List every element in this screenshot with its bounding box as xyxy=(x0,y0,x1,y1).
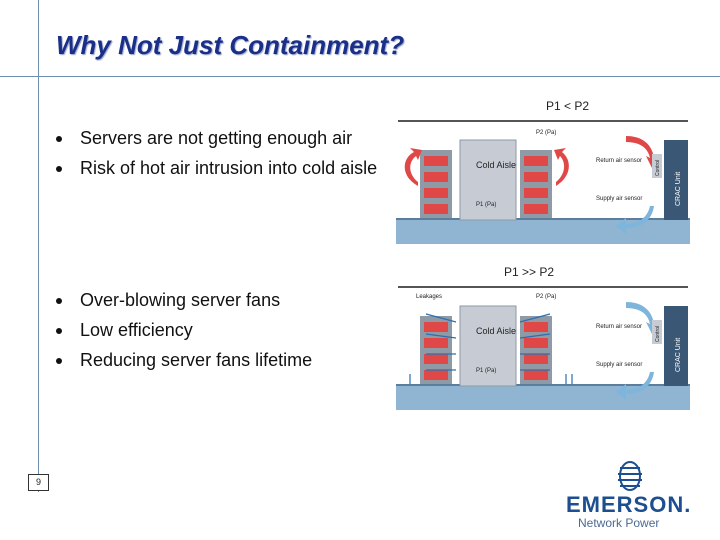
logo-subtitle: Network Power xyxy=(578,516,660,530)
leakage-arrows-left xyxy=(425,313,457,371)
server-hot xyxy=(424,354,448,364)
supply-sensor-label: Supply air sensor xyxy=(596,362,642,368)
return-air-arrow xyxy=(626,136,658,168)
p2-label: P2 (Pa) xyxy=(536,294,556,300)
bullet-list-top: Servers are not getting enough air Risk … xyxy=(48,128,378,188)
server-hot xyxy=(424,172,448,182)
leakage-arrows-right xyxy=(519,313,551,371)
bullet-item: Servers are not getting enough air xyxy=(48,128,378,149)
control-label: Control xyxy=(655,326,661,342)
server-hot xyxy=(424,338,448,348)
bullet-item: Reducing server fans lifetime xyxy=(48,350,378,371)
raised-floor xyxy=(396,386,690,410)
server-hot xyxy=(524,156,548,166)
diagram-heading: P1 < P2 xyxy=(546,99,589,113)
crac-unit xyxy=(664,140,688,220)
bullet-item: Over-blowing server fans xyxy=(48,290,378,311)
cold-aisle-label: Cold Aisle xyxy=(476,326,516,336)
bullet-list-bottom: Over-blowing server fans Low efficiency … xyxy=(48,290,378,380)
ceiling-line xyxy=(398,286,688,288)
server-hot xyxy=(524,370,548,380)
server-hot xyxy=(424,370,448,380)
raised-floor xyxy=(396,220,690,244)
server-hot xyxy=(424,156,448,166)
left-rule xyxy=(38,0,39,492)
ceiling-line xyxy=(398,120,688,122)
server-hot xyxy=(424,204,448,214)
supply-air-arrow xyxy=(616,206,654,234)
crac-unit-label: CRAC Unit xyxy=(675,172,682,206)
supply-air-arrow xyxy=(616,372,654,400)
server-hot xyxy=(424,188,448,198)
p2-label: P2 (Pa) xyxy=(536,130,556,136)
title-rule xyxy=(0,76,720,77)
hot-air-arrow-left xyxy=(404,148,422,186)
airflow-diagram-underpressure: P1 < P2 P2 (Pa) Cold Aisle P1 (Pa) Retur… xyxy=(396,99,690,244)
control-box xyxy=(652,320,662,344)
server-hot xyxy=(424,322,448,332)
control-label: Control xyxy=(655,160,661,176)
cold-aisle-label: Cold Aisle xyxy=(476,160,516,170)
server-hot xyxy=(524,188,548,198)
leakages-label: Leakages xyxy=(416,294,442,300)
server-hot xyxy=(524,338,548,348)
supply-sensor-label: Supply air sensor xyxy=(596,196,642,202)
containment-box xyxy=(459,139,517,221)
globe-icon xyxy=(618,461,642,491)
crac-unit xyxy=(664,306,688,386)
return-sensor-label: Return air sensor xyxy=(596,324,642,330)
page-number: 9 xyxy=(28,474,49,491)
floor-top-line xyxy=(396,384,690,386)
bullet-item: Low efficiency xyxy=(48,320,378,341)
control-box xyxy=(652,154,662,178)
return-sensor-label: Return air sensor xyxy=(596,158,642,164)
crac-unit-label: CRAC Unit xyxy=(675,338,682,372)
server-hot xyxy=(524,322,548,332)
airflow-diagram-overpressure: P1 >> P2 Leakages P2 (Pa) Cold Aisle P1 … xyxy=(396,265,690,410)
hot-air-arrow-right xyxy=(554,148,569,186)
emerson-logo: EMERSON. Network Power xyxy=(560,460,700,532)
return-air-arrow xyxy=(626,302,658,334)
server-hot xyxy=(524,354,548,364)
p1-label: P1 (Pa) xyxy=(476,368,496,374)
server-hot xyxy=(524,204,548,214)
floor-top-line xyxy=(396,218,690,220)
slide-title: Why Not Just Containment? xyxy=(56,30,405,60)
server-hot xyxy=(524,172,548,182)
containment-box xyxy=(459,305,517,387)
diagram-heading: P1 >> P2 xyxy=(504,265,554,279)
bullet-item: Risk of hot air intrusion into cold aisl… xyxy=(48,158,378,179)
p1-label: P1 (Pa) xyxy=(476,202,496,208)
logo-wordmark: EMERSON. xyxy=(566,492,692,517)
floor-leak-arrows xyxy=(409,374,573,384)
